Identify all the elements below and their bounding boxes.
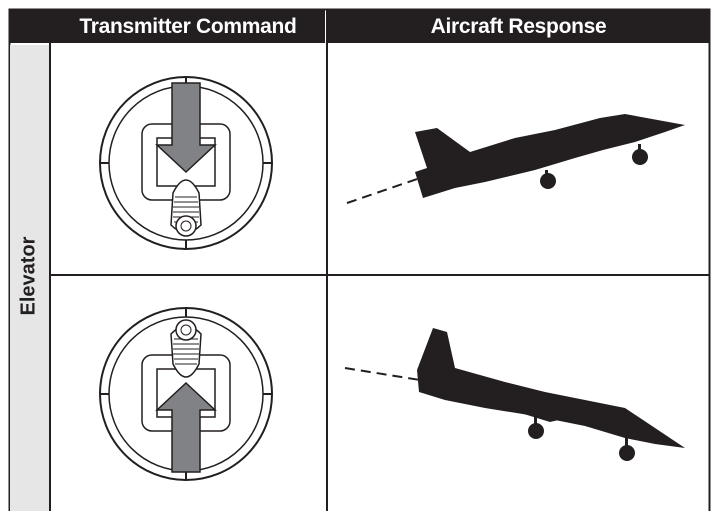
header-aircraft-response: Aircraft Response [328, 10, 709, 43]
up-arrow-icon [155, 381, 217, 473]
down-arrow-icon [155, 82, 217, 174]
transmitter-gimbal-stick-forward [99, 307, 273, 481]
stick-knob-icon [170, 179, 202, 237]
stick-knob-icon [170, 319, 202, 378]
header-corner [10, 10, 49, 43]
aircraft-nose-down [344, 328, 685, 461]
jet-silhouette-icon [417, 328, 685, 461]
aircraft-nose-up [346, 114, 685, 204]
jet-silhouette-icon [415, 114, 685, 198]
header-transmitter-command: Transmitter Command [51, 10, 325, 43]
row-label-band [10, 45, 49, 511]
transmitter-gimbal-stick-back [99, 76, 273, 250]
row-label-elevator: Elevator [17, 236, 40, 316]
